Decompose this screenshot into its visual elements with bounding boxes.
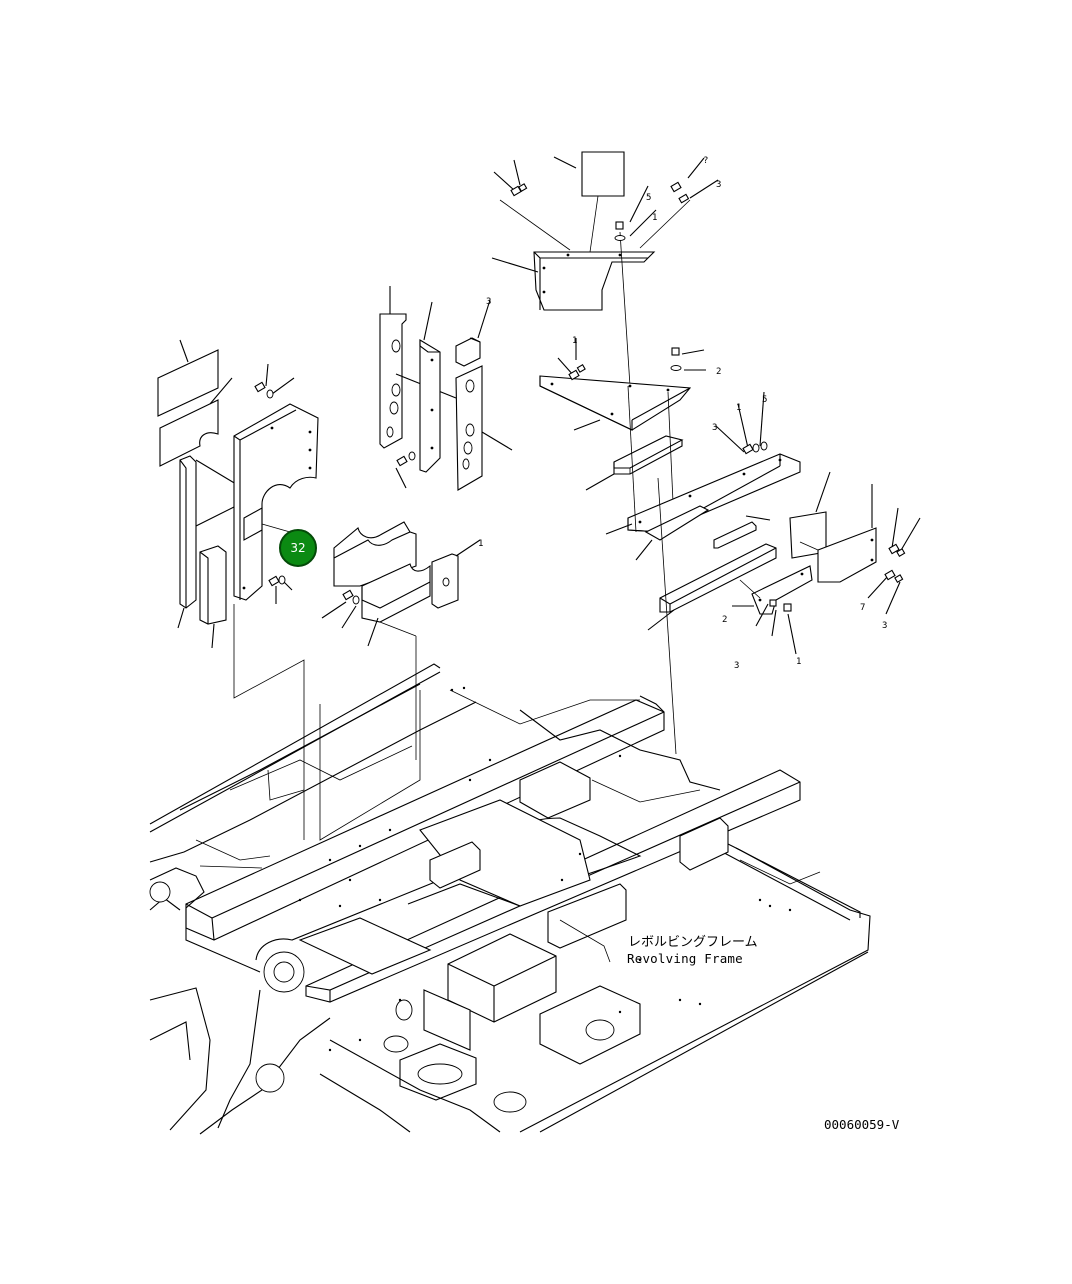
svg-text:1: 1 bbox=[736, 403, 741, 413]
svg-text:5: 5 bbox=[646, 193, 651, 203]
frame-label-jp: レボルビングフレーム bbox=[628, 935, 758, 950]
svg-text:1: 1 bbox=[652, 213, 657, 223]
svg-text:2: 2 bbox=[716, 367, 721, 377]
svg-text:1: 1 bbox=[796, 657, 801, 667]
svg-text:3: 3 bbox=[882, 621, 887, 631]
svg-text:3: 3 bbox=[486, 297, 491, 307]
svg-text:2: 2 bbox=[722, 615, 727, 625]
svg-text:1: 1 bbox=[572, 336, 577, 346]
svg-text:1: 1 bbox=[478, 539, 483, 549]
callout-32-badge[interactable]: 32 bbox=[279, 529, 317, 567]
svg-text:3: 3 bbox=[716, 180, 721, 190]
frame-label-en: Revolving Frame bbox=[627, 951, 743, 966]
cutout-bracket-middle: 1 bbox=[321, 521, 483, 760]
svg-text:7: 7 bbox=[860, 603, 865, 613]
angle-bracket-assembly: 1 2 bbox=[539, 336, 721, 525]
top-cover-assembly: ? 3 5 1 bbox=[491, 151, 721, 387]
left-plate-assembly bbox=[157, 339, 319, 840]
right-cover-plates: 7 3 3 1 2 bbox=[722, 471, 921, 671]
svg-text:?: ? bbox=[703, 156, 708, 166]
svg-text:3: 3 bbox=[712, 423, 717, 433]
revolving-frame bbox=[149, 385, 871, 1135]
drawing-number: 00060059-V bbox=[824, 1117, 900, 1132]
vertical-plates-middle: 3 bbox=[379, 286, 513, 491]
svg-text:5: 5 bbox=[762, 395, 767, 405]
svg-text:3: 3 bbox=[734, 661, 739, 671]
